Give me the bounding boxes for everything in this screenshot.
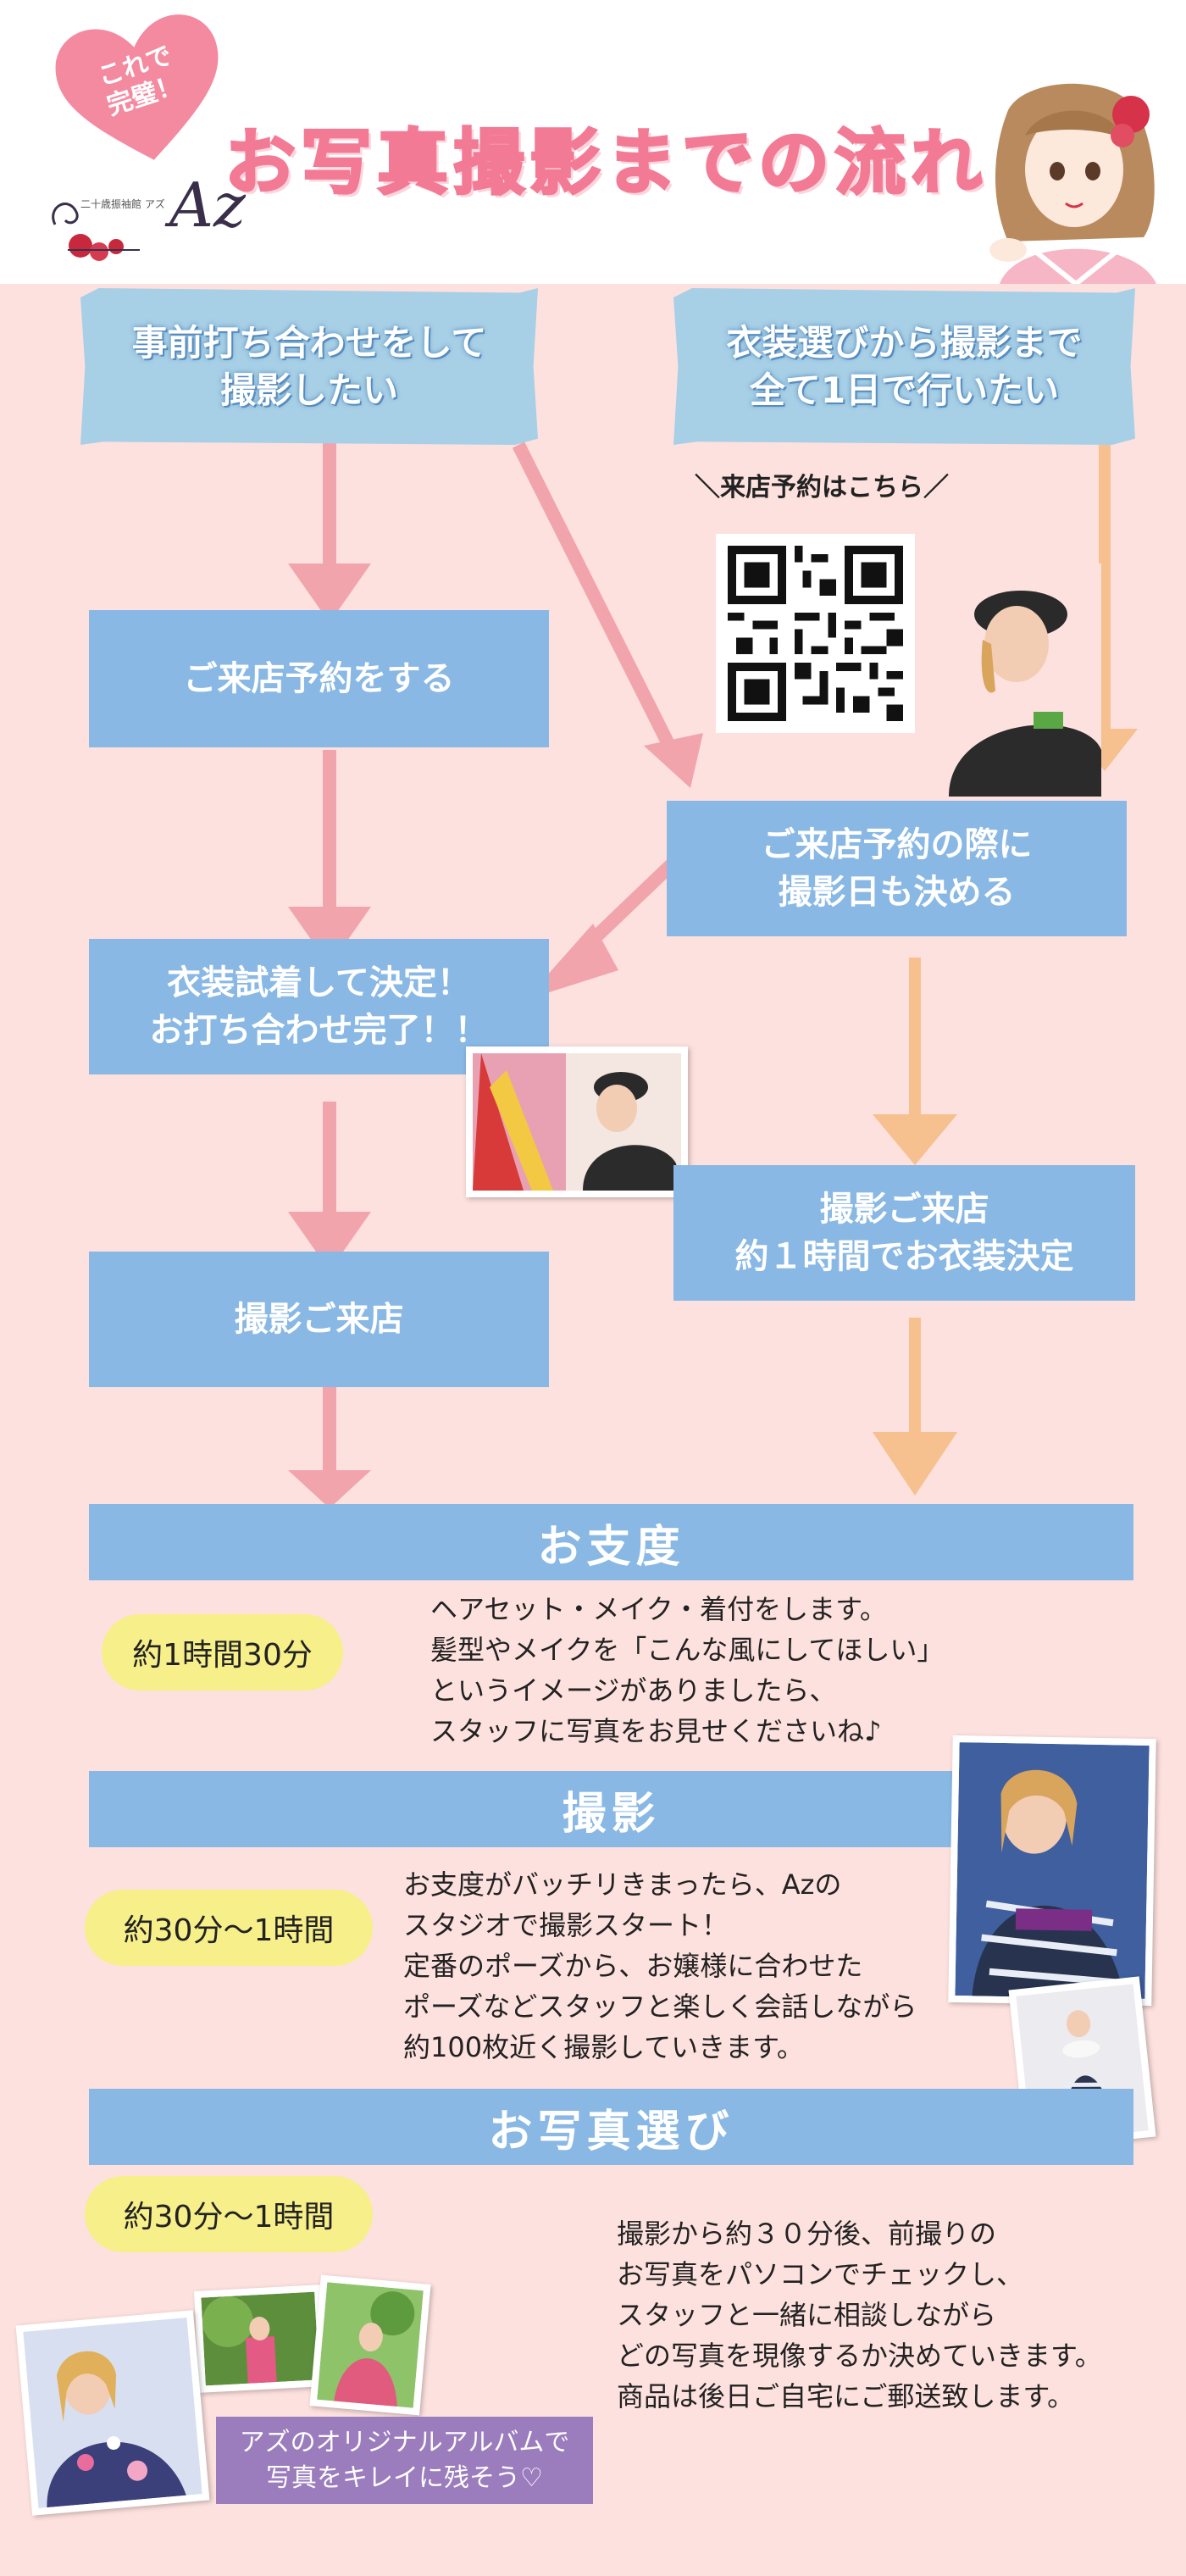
album-photo-park-icon — [201, 2291, 319, 2386]
logo-subtitle: 二十歳振袖館 アズ — [80, 198, 165, 210]
reservation-qr-code[interactable] — [716, 534, 915, 733]
section-title-photo-select: お写真選び — [89, 2089, 1133, 2165]
fitting-photo — [466, 1046, 688, 1197]
desc-preparation: ヘアセット・メイク・着付をします。 髪型やメイクを「こんな風にしてほしい」 とい… — [430, 1593, 945, 1747]
step-visit-right: 撮影ご来店 約１時間でお衣装決定 — [673, 1165, 1135, 1301]
album-photo-3 — [309, 2274, 431, 2416]
step-reserve: ご来店予約をする — [89, 610, 549, 747]
kimono-photo-1 — [948, 1735, 1156, 2007]
girl-illustration-icon — [989, 83, 1156, 284]
album-photo-1 — [15, 2310, 210, 2516]
album-cover-icon — [23, 2317, 202, 2509]
desc-shooting: お支度がバッチリきまったら、Azの スタジオで撮影スタート！ 定番のポーズから、… — [403, 1868, 917, 2063]
album-note: アズのオリジナルアルバムで 写真をキレイに残そう♡ — [216, 2417, 593, 2504]
az-logo-icon — [52, 203, 140, 261]
step-visit-left: 撮影ご来店 — [89, 1252, 549, 1387]
step-reserve-date: ご来店予約の際に 撮影日も決める — [667, 801, 1127, 936]
page-title: お写真撮影までの流れ — [224, 120, 988, 206]
duration-shooting: 約30分～1時間 — [85, 1890, 373, 1966]
section-title-preparation: お支度 — [89, 1504, 1133, 1580]
album-photo-2 — [193, 2285, 327, 2393]
staff-photo-icon — [932, 564, 1101, 797]
heart-badge-icon — [55, 14, 219, 160]
duration-preparation: 約1時間30分 — [102, 1614, 343, 1690]
qr-label: ＼来店予約はこちら／ — [695, 473, 949, 502]
right-route-label: 衣装選びから撮影まで 全て1日で行いたい — [673, 288, 1135, 445]
qr-code-icon — [728, 546, 903, 721]
album-photo-garden-icon — [317, 2282, 424, 2408]
fitting-photo-icon — [473, 1053, 681, 1191]
desc-photo-select: 撮影から約３０分後、前撮りの お写真をパソコンでチェックし、 スタッフと一緒に相… — [617, 2218, 1102, 2412]
left-route-label: 事前打ち合わせをして 撮影したい — [80, 288, 538, 445]
duration-photo-select: 約30分～1時間 — [85, 2176, 373, 2252]
kimono-photo-icon — [955, 1742, 1150, 1999]
logo-text: Az — [169, 169, 246, 241]
